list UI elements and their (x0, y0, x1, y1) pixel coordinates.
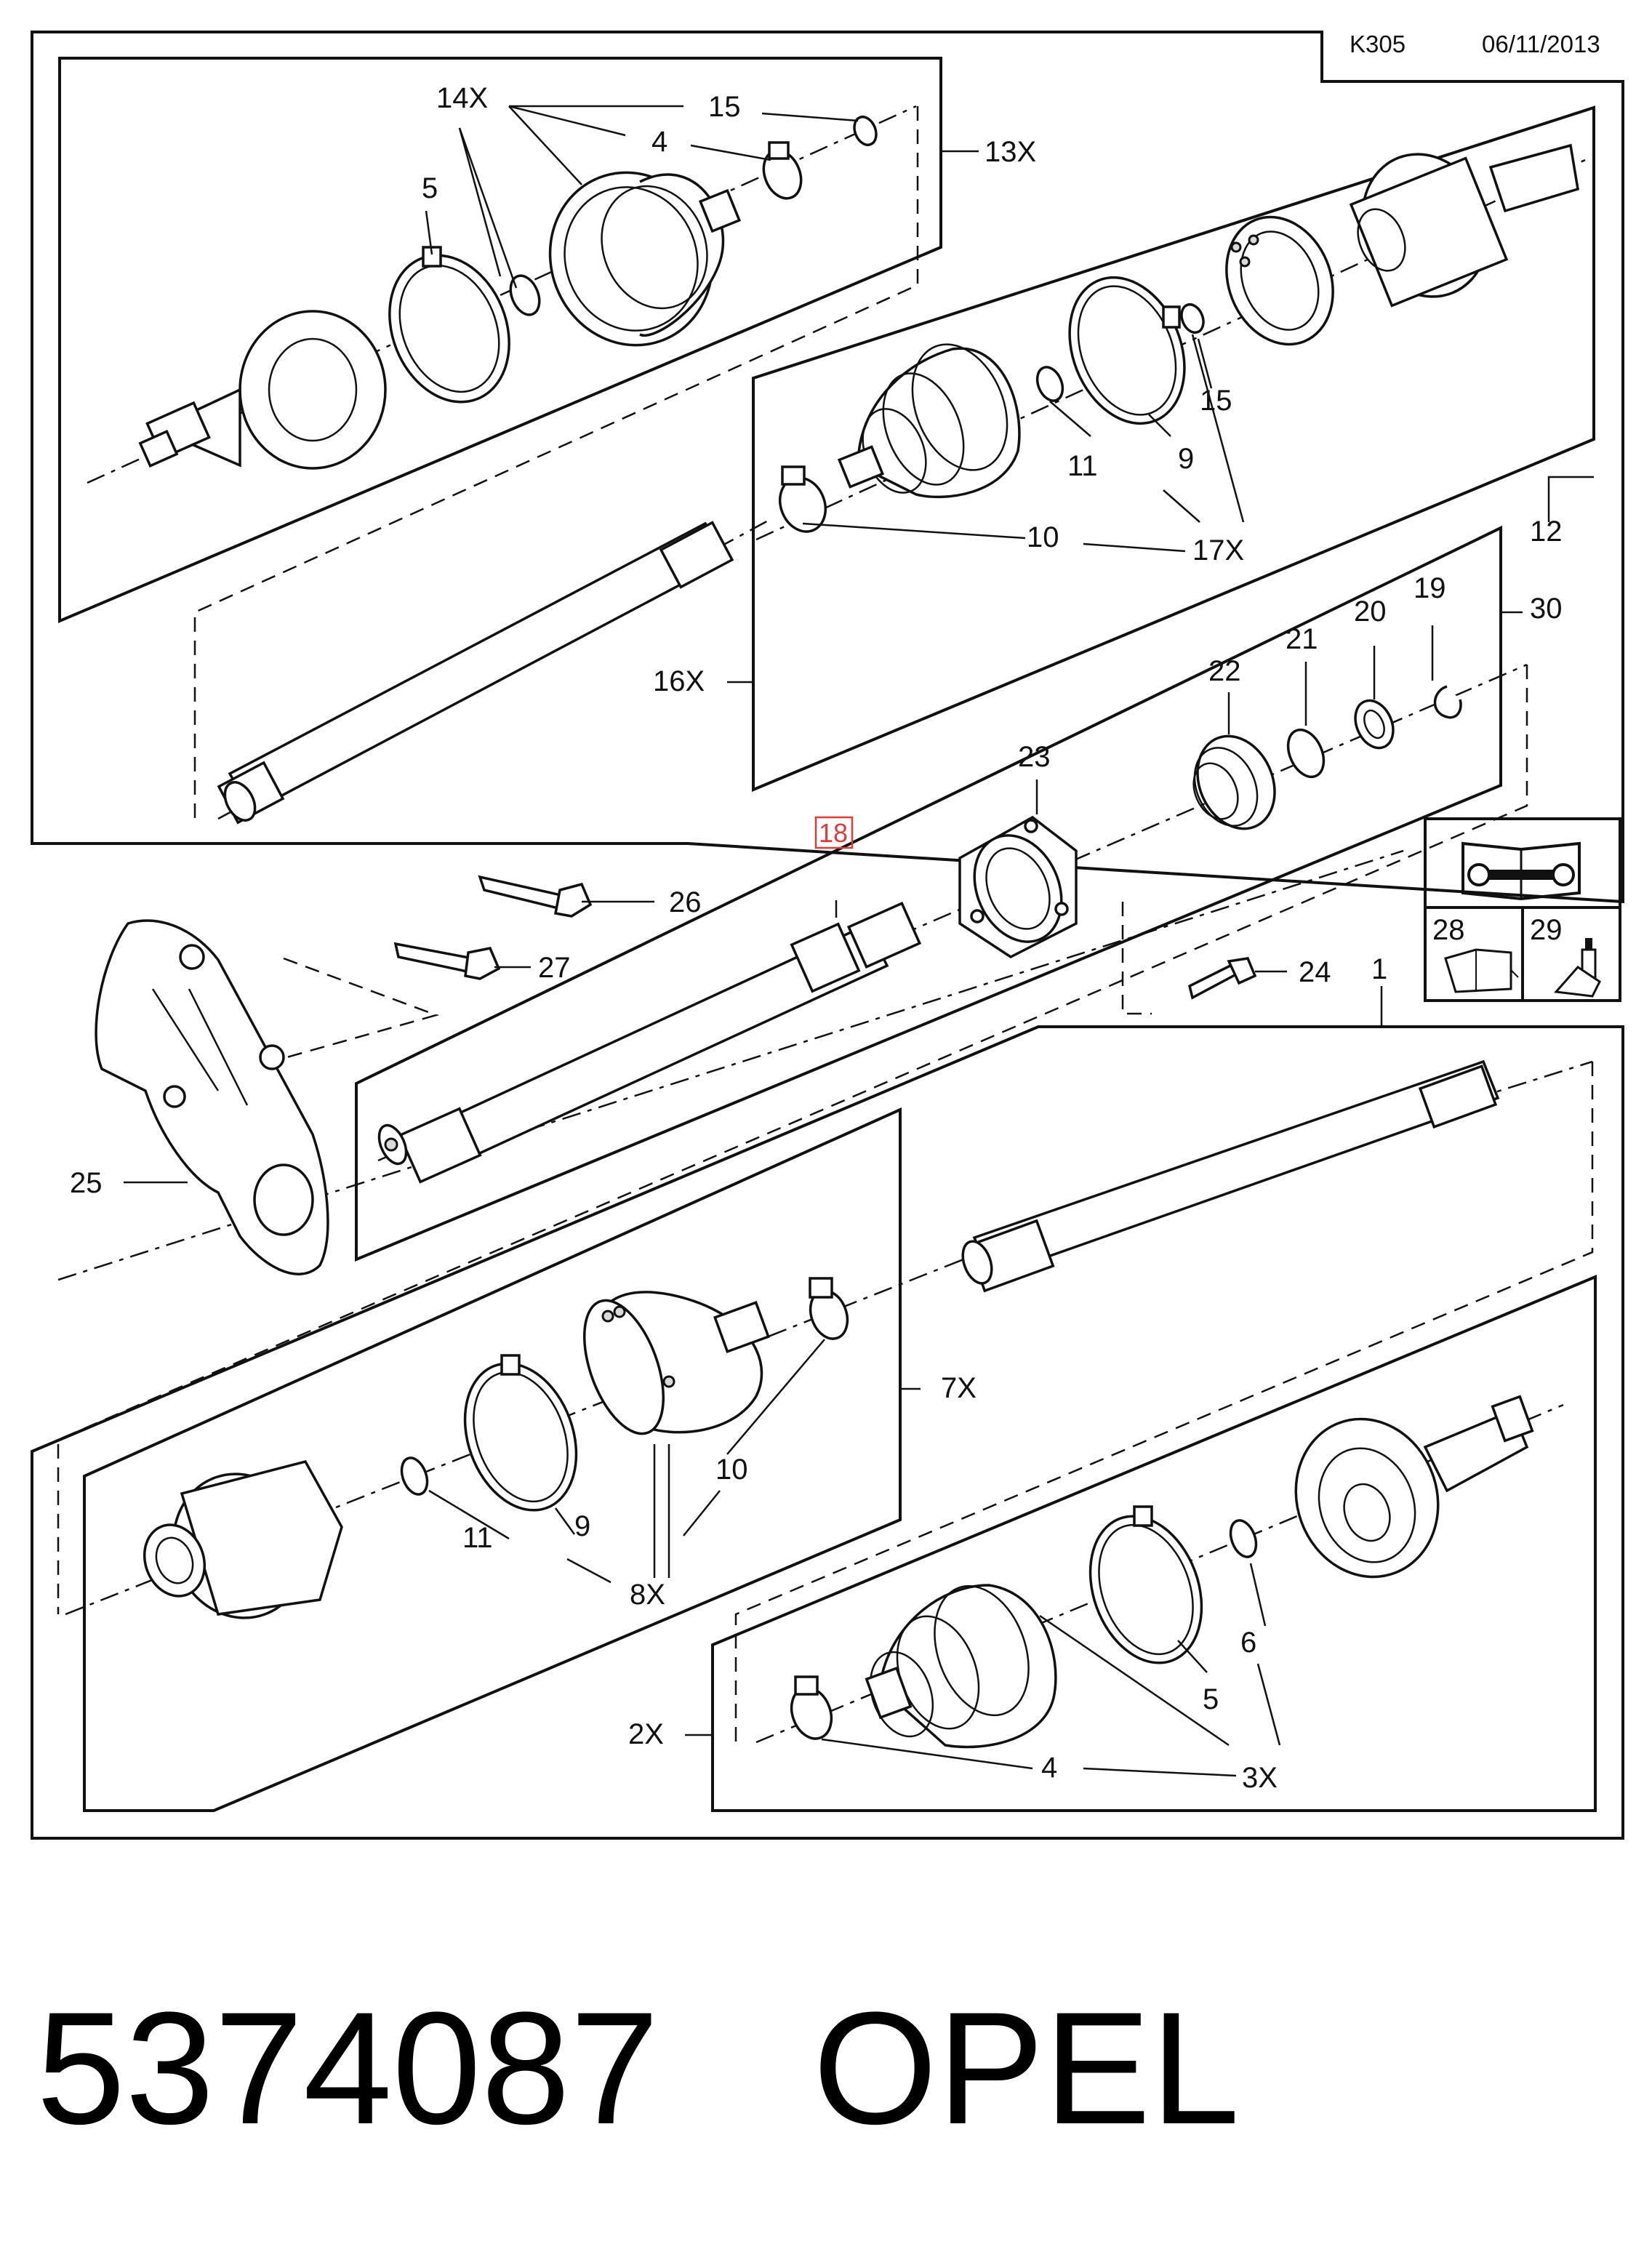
label-3x: 3X (1242, 1762, 1278, 1794)
label-22: 22 (1208, 655, 1241, 687)
clamp-ring-9-upper (1068, 276, 1186, 425)
drive-shaft-18 (377, 902, 922, 1184)
label-7x: 7X (941, 1372, 977, 1404)
snap-ring-11-lower (400, 1456, 429, 1496)
washer-20 (1354, 699, 1395, 750)
label-10-top: 10 (1027, 521, 1059, 553)
box-13x (58, 57, 942, 624)
label-5-top: 5 (422, 172, 438, 204)
box-16x (752, 105, 1595, 793)
small-clamp-10-upper (779, 465, 827, 533)
service-info-panel: 28 29 (1424, 817, 1621, 1002)
snap-ring-15-upper (853, 115, 878, 147)
label-8x: 8X (630, 1579, 665, 1611)
small-clamp-4-lower (790, 1675, 833, 1740)
sealant-tube-icon (1553, 938, 1601, 998)
label-9-top: 9 (1178, 443, 1194, 475)
snap-ring-6 (1229, 1519, 1258, 1558)
ring-21 (1286, 728, 1326, 779)
snap-ring-15-mid (1180, 302, 1205, 334)
guide-bolt-27 (265, 957, 440, 1065)
clamp-ring-5-lower (1088, 1505, 1203, 1664)
axis-2x (755, 1403, 1564, 1744)
label-5-lower: 5 (1203, 1683, 1219, 1715)
label-11-top: 11 (1067, 450, 1098, 482)
box-2x (711, 1274, 1597, 1812)
box-30 (355, 525, 1502, 1262)
label-15-mid: 15 (1200, 385, 1232, 417)
small-clamp-4-upper (762, 141, 803, 200)
label-20: 20 (1354, 596, 1387, 628)
brand-name: OPEL (813, 1979, 1240, 2157)
label-4-top: 4 (651, 126, 667, 158)
label-27: 27 (538, 952, 571, 984)
bearing-flange-23 (958, 815, 1078, 959)
clamp-ring-9-lower (463, 1354, 578, 1512)
inner-boot-16x (837, 343, 1021, 499)
label-9-lower: 9 (574, 1510, 590, 1542)
clamp-ring-5-upper (388, 246, 510, 404)
label-24: 24 (1299, 956, 1331, 988)
guide-bolt-24 (1121, 902, 1152, 1015)
label-23: 23 (1018, 741, 1051, 773)
inner-boot-7x (582, 1291, 770, 1435)
label-6: 6 (1240, 1627, 1256, 1659)
snap-ring-11-upper (1035, 366, 1064, 402)
outer-boot-2x (865, 1584, 1057, 1749)
label-28: 28 (1432, 914, 1465, 946)
label-10-lower: 10 (715, 1454, 748, 1486)
label-2x: 2X (628, 1718, 664, 1750)
small-clamp-10-lower (809, 1277, 849, 1340)
outer-cv-joint-2x (1294, 1395, 1534, 1579)
diagram-date: 06/11/2013 (1482, 31, 1600, 57)
bolt-24 (1187, 957, 1257, 1000)
grease-can-icon (1444, 948, 1519, 993)
guide-13x (193, 106, 919, 819)
leader-lines (124, 105, 1594, 1777)
label-12: 12 (1530, 516, 1563, 548)
snap-ring-upper (509, 274, 541, 316)
guide-30 (57, 665, 1528, 1614)
bolt-26 (478, 875, 593, 918)
label-15-top: 15 (708, 91, 741, 123)
outer-cv-joint-13x (138, 310, 387, 470)
part-number: 5374087 (36, 1979, 659, 2157)
label-25: 25 (70, 1167, 103, 1199)
diagram-code: K305 (1350, 31, 1406, 57)
label-11-lower: 11 (462, 1522, 493, 1554)
label-19: 19 (1414, 572, 1446, 604)
label-4-lower: 4 (1041, 1752, 1057, 1784)
intermediate-shaft-lower (961, 1059, 1500, 1293)
label-14x: 14X (436, 82, 488, 114)
label-21: 21 (1286, 623, 1318, 655)
outer-boot-13x (548, 171, 742, 347)
label-29: 29 (1530, 914, 1563, 946)
label-17x: 17X (1192, 534, 1244, 566)
inner-tripod-joint-16x (1349, 143, 1579, 308)
label-30: 30 (1530, 593, 1563, 625)
label-18: 18 (819, 818, 848, 848)
box-7x (83, 1107, 902, 1812)
bearing-22 (1192, 734, 1276, 830)
upper-assembly-frame (31, 31, 1624, 904)
intermediate-shaft-upper (217, 521, 734, 825)
label-26: 26 (669, 886, 702, 918)
label-13x: 13X (985, 136, 1036, 168)
label-1: 1 (1371, 953, 1387, 985)
guide-lower (734, 1062, 1594, 1744)
bolt-27 (393, 942, 501, 980)
manual-wrench-icon (1461, 841, 1581, 901)
tripod-housing-7x (143, 1459, 343, 1619)
circlip-19 (1433, 685, 1462, 719)
mounting-bracket-25 (95, 919, 329, 1275)
label-16x: 16X (653, 665, 705, 697)
tripod-housing-16x (1225, 215, 1334, 346)
highlight-box-18 (814, 816, 854, 849)
lower-assembly-frame (31, 1025, 1624, 1840)
